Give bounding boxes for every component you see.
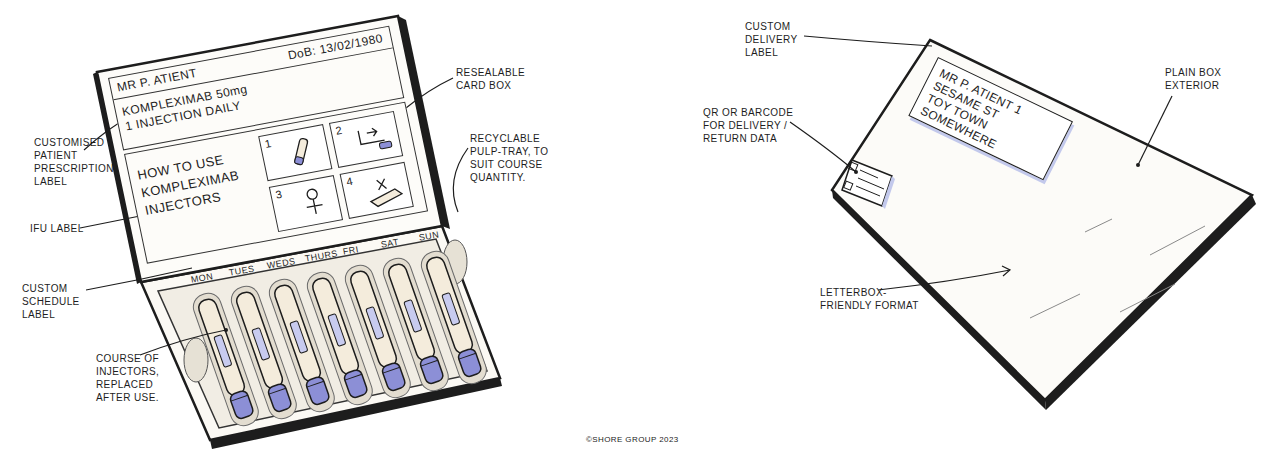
ifu-pictogram <box>362 170 408 211</box>
pen-cap <box>343 369 369 399</box>
pen-cap <box>267 383 293 413</box>
pen-cap-line <box>231 395 248 401</box>
leader-line <box>790 122 856 172</box>
callout-text: CUSTOM SCHEDULE LABEL <box>22 282 102 321</box>
callout-text: PLAIN BOX EXTERIOR <box>1165 66 1229 92</box>
step-number: 4 <box>345 175 354 189</box>
pictogram-cap <box>294 156 303 165</box>
callout-text: IFU LABEL <box>30 222 100 235</box>
pen-cap-line <box>307 381 324 387</box>
box-lid <box>97 16 442 282</box>
leader-lines <box>80 36 1172 355</box>
pictogram-stroke <box>305 198 324 216</box>
pen-cap <box>457 348 483 378</box>
qr-code-shadow <box>882 176 895 209</box>
pictogram-cap <box>379 141 392 149</box>
tray-pocket <box>418 248 490 387</box>
qr-hatch <box>858 178 884 189</box>
pen-window <box>214 335 232 368</box>
pictogram-stroke <box>369 188 403 208</box>
pen-window <box>252 328 270 361</box>
pen-cap-line <box>421 360 438 366</box>
pen-body <box>425 255 475 355</box>
leader-line <box>878 270 1010 290</box>
sketch-stroke <box>1085 219 1112 232</box>
sketch-stroke <box>1150 226 1205 255</box>
pen-window <box>290 321 308 354</box>
callout-text: CUSTOMISED PATIENT PRESCRIPTION LABEL <box>34 136 114 188</box>
injector-pen <box>418 248 490 387</box>
pen-cap-line <box>383 367 400 373</box>
injector-group <box>190 248 490 429</box>
pen-cap-line <box>269 388 286 394</box>
finger-cutout <box>184 338 208 382</box>
pen-cap <box>229 390 255 420</box>
leader-dot <box>224 328 228 332</box>
pen-cap <box>381 362 407 392</box>
closed-box-top <box>832 40 1252 400</box>
pen-cap <box>305 376 331 406</box>
ifu-pictogram <box>291 183 337 224</box>
callout-text: RESEALABLE CARD BOX <box>456 66 536 92</box>
leader-dot <box>854 170 858 174</box>
pen-window <box>328 314 346 347</box>
step-number: 3 <box>274 188 283 202</box>
ifu-pictogram <box>280 132 326 173</box>
ifu-heading: HOW TO USE KOMPLEXIMAB INJECTORS <box>136 145 263 219</box>
leader-dot <box>1136 163 1140 167</box>
pen-window <box>442 293 460 326</box>
pen-cap-line <box>345 374 362 380</box>
pictogram-stroke <box>377 179 387 190</box>
qr-corner <box>844 181 853 190</box>
pen-window <box>366 307 384 340</box>
callout-text: COURSE OF INJECTORS, REPLACED AFTER USE. <box>96 352 180 404</box>
qr-hatch <box>856 186 880 196</box>
pen-window <box>404 300 422 333</box>
callout-text: LETTERBOX-FRIENDLY FORMAT <box>820 286 920 312</box>
leader-arrow <box>1002 266 1010 276</box>
leader-line <box>1138 96 1172 165</box>
ifu-step-box: 3 <box>269 175 343 232</box>
ifu-step-box: 1 <box>258 124 332 181</box>
leader-line <box>140 330 226 355</box>
pen-cap <box>419 355 445 385</box>
ifu-step-box: 2 <box>329 111 403 168</box>
pen-cap-line <box>459 353 476 359</box>
step-number: 2 <box>334 124 343 138</box>
callout-text: RECYCLABLE PULP-TRAY, TO SUIT COURSE QUA… <box>470 132 574 184</box>
ifu-pictogram <box>351 119 397 160</box>
callout-text: CUSTOM DELIVERY LABEL <box>745 20 825 59</box>
pictogram-stroke <box>366 127 377 137</box>
callout-text: QR OR BARCODE FOR DELIVERY / RETURN DATA <box>703 106 795 145</box>
copyright-note: ©SHORE GROUP 2023 <box>586 434 726 445</box>
pictogram-stroke <box>306 188 318 200</box>
pictogram-pen <box>294 138 308 165</box>
closed-box-side <box>1045 195 1256 410</box>
pictogram-stroke <box>358 126 384 144</box>
sketch-stroke <box>1030 294 1080 318</box>
leader-line <box>804 36 932 46</box>
ifu-step-box: 4 <box>340 162 414 219</box>
leader-line <box>453 148 468 212</box>
step-number: 1 <box>264 137 273 151</box>
sketch-stroke <box>1120 284 1175 312</box>
leader-line <box>406 78 453 108</box>
qr-hatch <box>860 170 878 178</box>
leader-line <box>86 268 192 290</box>
